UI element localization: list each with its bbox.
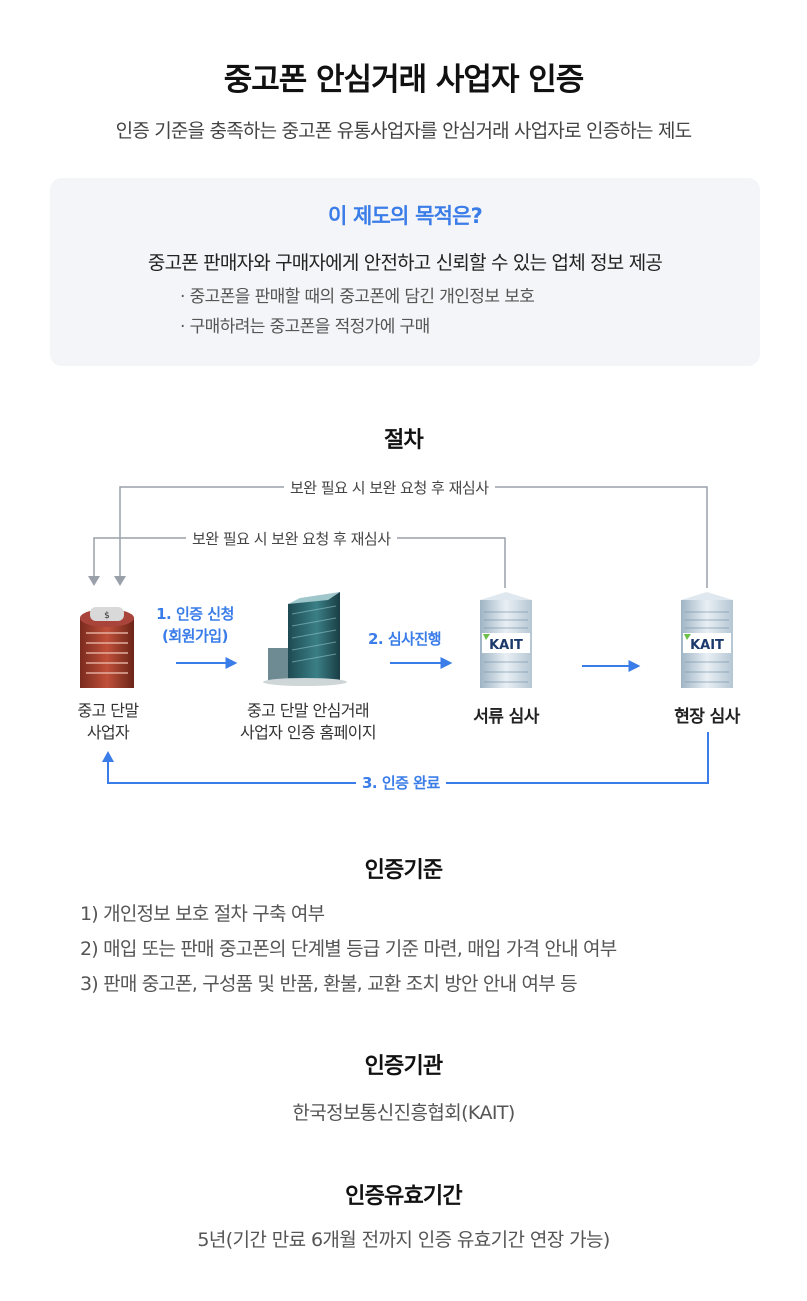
feedback-label-inner: 보완 필요 시 보완 요청 후 재심사: [186, 528, 397, 549]
procedure-title: 절차: [384, 428, 424, 453]
node-document-review-label: 서류 심사: [473, 707, 539, 727]
homepage-building-icon: [263, 592, 347, 686]
company-building-icon: $: [80, 607, 134, 688]
purpose-main-text: 중고폰 판매자와 구매자에게 안전하고 신뢰할 수 있는 업체 정보 제공: [147, 252, 663, 274]
page-title: 중고폰 안심거래 사업자 인증: [223, 62, 585, 98]
criteria-item: 2) 매입 또는 판매 중고폰의 단계별 등급 기준 마련, 매입 가격 안내 …: [80, 938, 617, 960]
purpose-bullet: · 구매하려는 중고폰을 적정가에 구매: [180, 317, 430, 337]
step1-label-line1: 1. 인증 신청: [156, 605, 234, 623]
page-subtitle: 인증 기준을 충족하는 중고폰 유통사업자를 안심거래 사업자로 인증하는 제도: [115, 120, 692, 142]
purpose-bullet: · 중고폰을 판매할 때의 중고폰에 담긴 개인정보 보호: [180, 287, 535, 307]
purpose-box: 이 제도의 목적은? 중고폰 판매자와 구매자에게 안전하고 신뢰할 수 있는 …: [50, 178, 760, 366]
step3-label: 3. 인증 완료: [356, 772, 446, 794]
svg-text:$: $: [104, 611, 110, 621]
criteria-title: 인증기준: [364, 858, 444, 883]
node-site-inspection-label: 현장 심사: [674, 707, 740, 727]
purpose-title: 이 제도의 목적은?: [327, 204, 483, 228]
validity-value: 5년(기간 만료 6개월 전까지 인증 유효기간 연장 가능): [197, 1229, 610, 1251]
authority-title: 인증기관: [364, 1054, 444, 1079]
criteria-item: 3) 판매 중고폰, 구성품 및 반품, 환불, 교환 조치 방안 안내 여부 …: [80, 973, 578, 995]
feedback-label-outer: 보완 필요 시 보완 요청 후 재심사: [284, 477, 495, 498]
authority-value: 한국정보통신진흥협회(KAIT): [292, 1102, 515, 1124]
criteria-item: 1) 개인정보 보호 절차 구축 여부: [80, 903, 325, 925]
step2-label: 2. 심사진행: [368, 630, 442, 648]
step1-label-line2: (회원가입): [162, 627, 228, 645]
node-homepage-label: 중고 단말 안심거래 사업자 인증 홈페이지: [239, 701, 377, 742]
kait-badge: KAIT: [489, 638, 523, 653]
step1-label: 1. 인증 신청 (회원가입): [140, 603, 250, 647]
kait-building-icon: [480, 592, 532, 688]
kait-badge: KAIT: [690, 638, 724, 653]
kait-building-icon: [681, 592, 733, 688]
validity-title: 인증유효기간: [345, 1184, 462, 1209]
node-company-label: 중고 단말 사업자: [77, 701, 140, 742]
